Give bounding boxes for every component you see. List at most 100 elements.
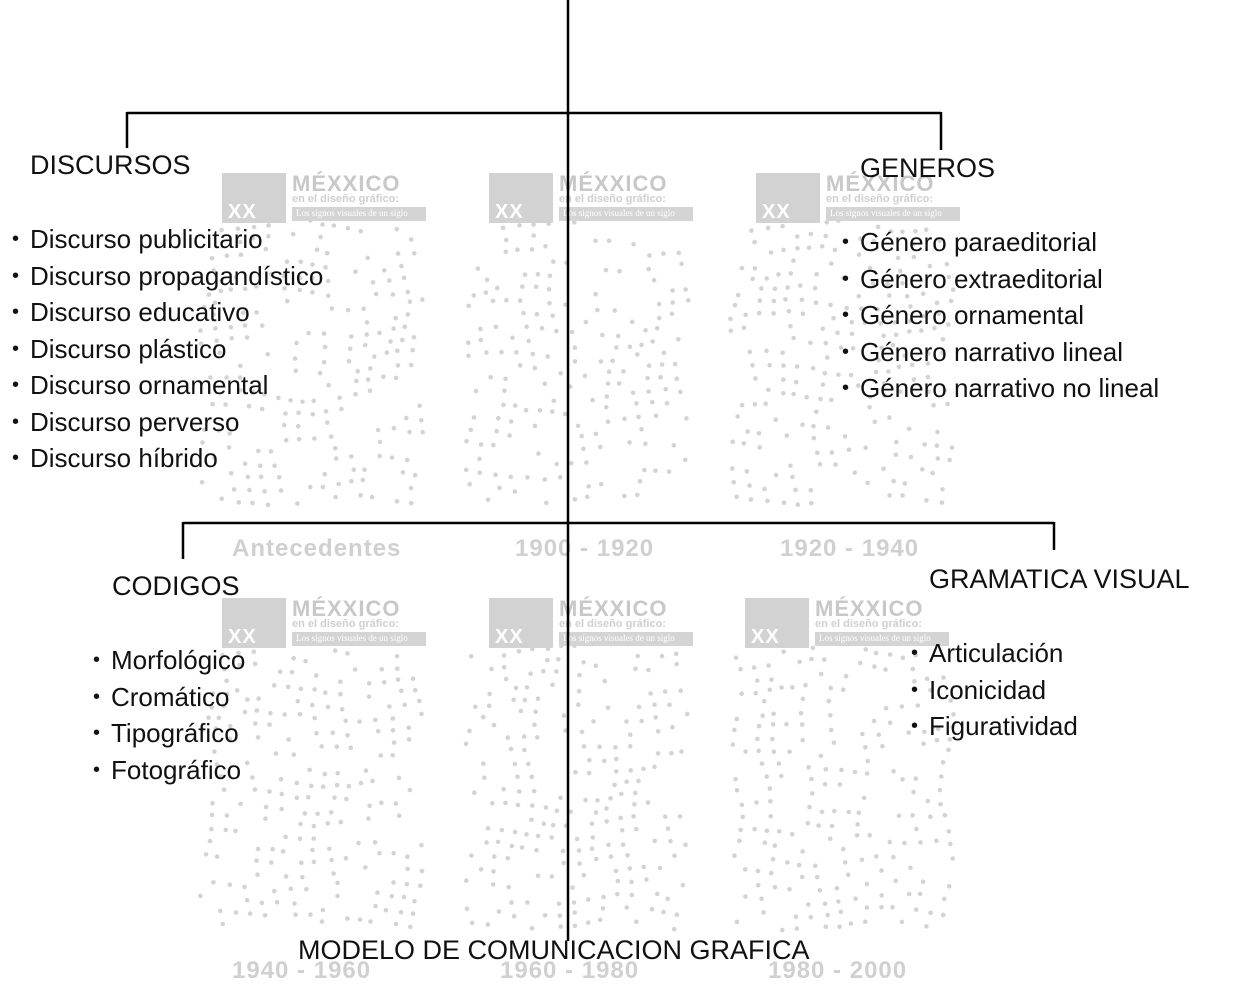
watermark-dot bbox=[791, 258, 796, 263]
watermark-dot bbox=[584, 460, 589, 465]
watermark-dot bbox=[849, 319, 855, 325]
watermark-dot bbox=[662, 689, 668, 694]
watermark-dot bbox=[940, 487, 945, 492]
watermark-dot bbox=[743, 749, 748, 754]
watermark-dot bbox=[293, 912, 298, 917]
watermark-dot bbox=[198, 893, 203, 899]
watermark-dot bbox=[683, 287, 688, 292]
watermark-dot bbox=[597, 744, 602, 750]
watermark-dot bbox=[298, 259, 304, 265]
watermark-dot bbox=[290, 231, 296, 237]
watermark-dot bbox=[871, 238, 877, 244]
watermark-dot bbox=[510, 335, 515, 341]
watermark-dot bbox=[343, 856, 349, 861]
watermark-dot bbox=[477, 470, 483, 476]
watermark-dot bbox=[393, 921, 399, 927]
watermark-dot bbox=[503, 376, 508, 382]
watermark-dot bbox=[624, 779, 629, 784]
watermark-mark-text: XX bbox=[228, 626, 257, 648]
watermark-dot bbox=[662, 814, 668, 819]
watermark-dot bbox=[796, 862, 802, 868]
watermark-dot bbox=[519, 845, 525, 850]
watermark-dot bbox=[783, 297, 788, 302]
watermark-dot bbox=[219, 278, 224, 283]
watermark-dot bbox=[269, 860, 274, 865]
watermark-dot bbox=[547, 273, 553, 279]
watermark-dot bbox=[836, 899, 841, 904]
watermark-dot bbox=[890, 342, 896, 348]
watermark-dot bbox=[351, 467, 357, 473]
watermark-dot bbox=[646, 667, 651, 673]
watermark-dot bbox=[277, 669, 283, 674]
watermark-dot bbox=[198, 328, 203, 333]
watermark-dot bbox=[813, 300, 819, 306]
watermark-dot bbox=[256, 696, 261, 701]
watermark-dot bbox=[859, 306, 864, 311]
watermark-dot bbox=[224, 691, 230, 697]
watermark-dot bbox=[520, 284, 525, 289]
watermark-dot bbox=[876, 358, 882, 363]
bullet-icon: • bbox=[93, 685, 101, 708]
watermark-dot bbox=[767, 786, 773, 791]
watermark-dot bbox=[854, 833, 860, 838]
watermark-dot bbox=[491, 442, 496, 448]
watermark-dot bbox=[352, 667, 358, 672]
watermark-dot bbox=[890, 904, 895, 910]
watermark-dot bbox=[478, 326, 483, 332]
watermark-dot bbox=[394, 654, 400, 659]
bullet-icon: • bbox=[12, 410, 20, 433]
watermark-dot bbox=[507, 433, 512, 438]
watermark-dot bbox=[624, 905, 629, 910]
watermark-dot bbox=[946, 883, 952, 889]
watermark-dot bbox=[300, 399, 305, 405]
watermark-dot bbox=[816, 823, 821, 828]
gramatica-visual-item-label: Figuratividad bbox=[929, 711, 1078, 741]
codigos-list: •Morfológico •Cromático •Tipográfico •Fo… bbox=[91, 642, 245, 788]
watermark-dot bbox=[601, 894, 606, 900]
watermark-dot bbox=[388, 339, 393, 344]
watermark-dot bbox=[856, 293, 862, 299]
watermark-dot bbox=[636, 778, 641, 784]
watermark-dot bbox=[412, 898, 417, 904]
watermark-dot bbox=[768, 799, 773, 804]
watermark-dot bbox=[412, 251, 417, 256]
watermark-dot bbox=[528, 671, 533, 676]
watermark-dot bbox=[767, 362, 772, 368]
watermark-dot bbox=[236, 650, 241, 656]
watermark-dot bbox=[793, 914, 799, 919]
watermark-dot bbox=[820, 382, 826, 387]
watermark-dot bbox=[771, 749, 777, 754]
watermark-dot bbox=[950, 856, 955, 861]
watermark-period-label: 1960 - 1980 bbox=[500, 957, 640, 984]
watermark-dot bbox=[410, 347, 415, 353]
watermark-dot bbox=[278, 776, 284, 782]
watermark-dot bbox=[848, 921, 854, 926]
bullet-icon: • bbox=[12, 374, 20, 396]
watermark-dot bbox=[581, 660, 586, 665]
watermark-dot bbox=[776, 272, 781, 277]
watermark-dot bbox=[534, 847, 539, 853]
watermark-dot bbox=[319, 744, 325, 749]
watermark-dot bbox=[473, 704, 478, 709]
watermark-dot bbox=[219, 496, 224, 502]
watermark-dot bbox=[852, 470, 858, 476]
watermark-dot bbox=[835, 330, 840, 336]
watermark-dot bbox=[367, 388, 373, 394]
watermark-dot bbox=[211, 312, 216, 317]
watermark-dot bbox=[537, 408, 543, 413]
generos-heading: GENEROS bbox=[860, 153, 996, 183]
watermark-dot bbox=[420, 297, 425, 302]
watermark-dot bbox=[250, 235, 256, 241]
watermark-dot bbox=[224, 375, 229, 380]
watermark-dot bbox=[750, 363, 755, 368]
watermark-dot bbox=[534, 311, 540, 317]
watermark-dot bbox=[506, 884, 512, 890]
watermark-dot bbox=[483, 290, 489, 295]
watermark-dot bbox=[579, 729, 585, 735]
watermark-dot bbox=[417, 403, 422, 409]
watermark-dot bbox=[864, 881, 870, 887]
watermark-dot bbox=[217, 350, 223, 356]
watermark-mark-text: XX bbox=[228, 201, 257, 223]
watermark-logo-title: MÉXXICO bbox=[292, 596, 401, 621]
